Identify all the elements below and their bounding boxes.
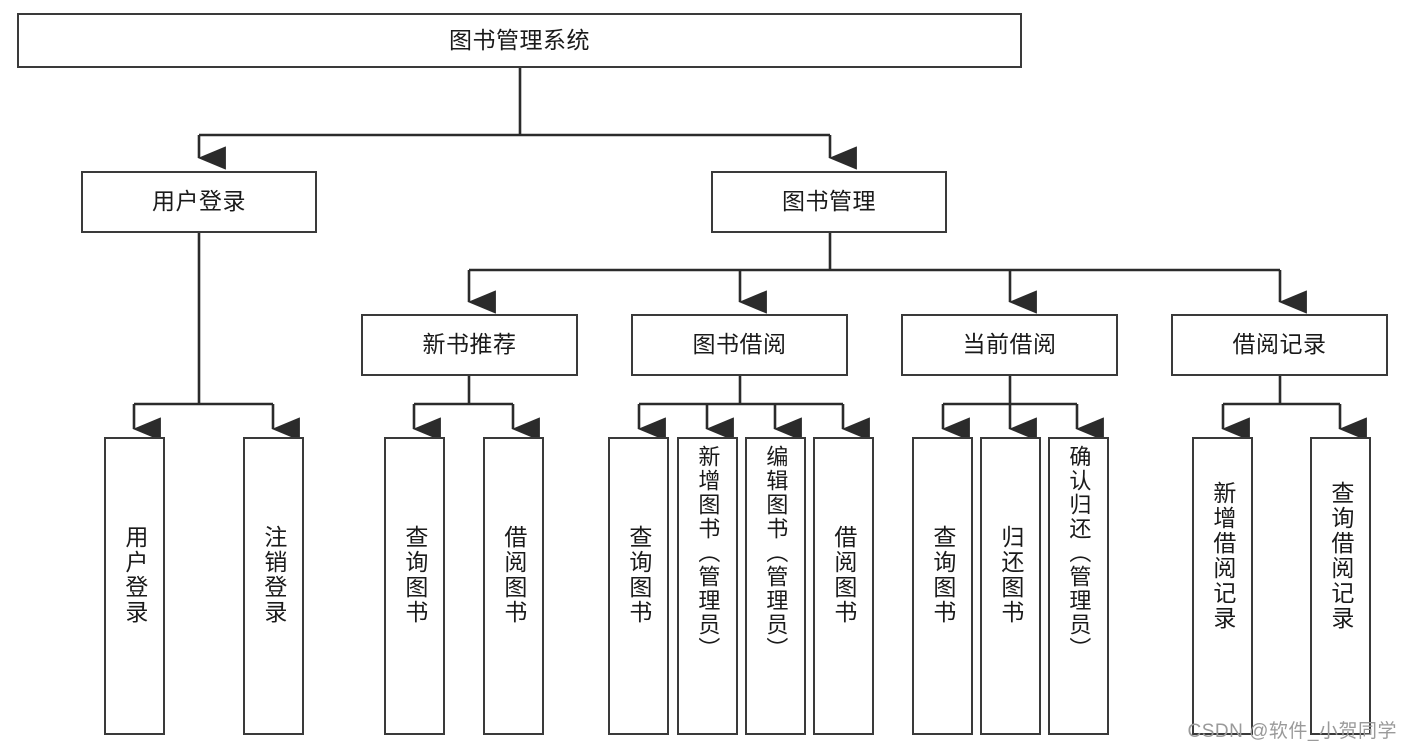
node-root-system[interactable]: 图书管理系统 <box>17 13 1022 68</box>
leaf-query-book-recommend[interactable]: 查询图书 <box>384 437 445 735</box>
node-label: 编辑图书（管理员） <box>763 445 789 661</box>
node-label: 查询借阅记录 <box>1327 481 1354 631</box>
leaf-edit-book-admin[interactable]: 编辑图书（管理员） <box>745 437 806 735</box>
node-label: 用户登录 <box>152 188 246 215</box>
node-user-login[interactable]: 用户登录 <box>81 171 317 233</box>
node-label: 图书管理 <box>782 188 876 215</box>
node-label: 查询图书 <box>401 525 428 625</box>
watermark-text: CSDN @软件_小贺同学 <box>1187 721 1397 742</box>
node-label: 新增借阅记录 <box>1209 481 1236 631</box>
leaf-add-book-admin[interactable]: 新增图书（管理员） <box>677 437 738 735</box>
node-label: 查询图书 <box>625 525 652 625</box>
node-label: 确认归还（管理员） <box>1066 445 1092 661</box>
leaf-return-book[interactable]: 归还图书 <box>980 437 1041 735</box>
node-label: 归还图书 <box>997 525 1024 625</box>
leaf-user-login[interactable]: 用户登录 <box>104 437 165 735</box>
leaf-add-borrow-record[interactable]: 新增借阅记录 <box>1192 437 1253 735</box>
node-borrow-record[interactable]: 借阅记录 <box>1171 314 1388 376</box>
node-label: 新增图书（管理员） <box>695 445 721 661</box>
node-label: 用户登录 <box>121 525 148 625</box>
node-label: 查询图书 <box>929 525 956 625</box>
node-label: 注销登录 <box>260 525 287 625</box>
node-label: 当前借阅 <box>962 331 1057 358</box>
leaf-logout-login[interactable]: 注销登录 <box>243 437 304 735</box>
node-label: 图书借阅 <box>692 331 787 358</box>
node-label: 借阅图书 <box>830 525 857 625</box>
node-book-borrow[interactable]: 图书借阅 <box>631 314 848 376</box>
node-current-borrow[interactable]: 当前借阅 <box>901 314 1118 376</box>
leaf-query-book-borrow[interactable]: 查询图书 <box>608 437 669 735</box>
leaf-confirm-return-admin[interactable]: 确认归还（管理员） <box>1048 437 1109 735</box>
node-new-book-recommend[interactable]: 新书推荐 <box>361 314 578 376</box>
leaf-borrow-book-borrow[interactable]: 借阅图书 <box>813 437 874 735</box>
leaf-borrow-book-recommend[interactable]: 借阅图书 <box>483 437 544 735</box>
node-label: 图书管理系统 <box>449 26 590 53</box>
node-label: 借阅图书 <box>500 525 527 625</box>
node-label: 借阅记录 <box>1232 331 1327 358</box>
node-label: 新书推荐 <box>422 331 517 358</box>
leaf-query-book-current[interactable]: 查询图书 <box>912 437 973 735</box>
node-book-management[interactable]: 图书管理 <box>711 171 947 233</box>
leaf-query-borrow-record[interactable]: 查询借阅记录 <box>1310 437 1371 735</box>
